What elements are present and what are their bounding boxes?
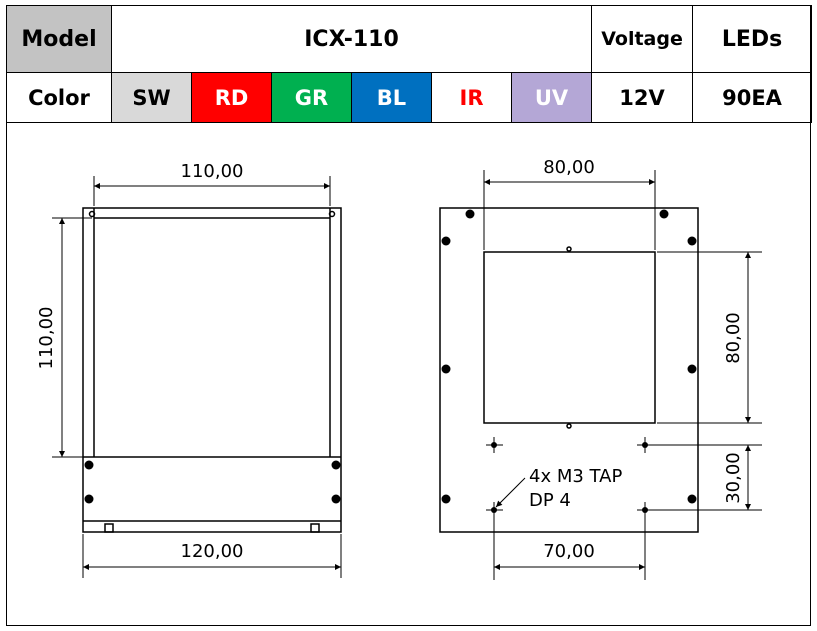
front-dimensions: [52, 176, 342, 578]
mount-hole: [84, 494, 94, 504]
tap-hole: [642, 507, 648, 513]
mount-hole: [331, 494, 341, 504]
voltage-label: Voltage: [591, 5, 694, 73]
front-view: [82, 207, 342, 533]
leds-label: LEDs: [692, 5, 813, 73]
mount-hole: [687, 494, 697, 504]
mount-hole: [441, 236, 451, 246]
color-sw: SW: [111, 72, 192, 123]
front-bottom-tab: [104, 523, 114, 533]
dim-window-width: 80,00: [543, 157, 595, 178]
dim-hole-spacing-vertical: 30,00: [723, 452, 744, 504]
mount-hole: [687, 364, 697, 374]
front-top-pin: [328, 210, 336, 218]
color-rd: RD: [191, 72, 272, 123]
color-uv: UV: [510, 72, 593, 123]
color-gr: GR: [271, 72, 352, 123]
leds-value: 90EA: [692, 72, 813, 123]
color-bl: BL: [351, 72, 432, 123]
dim-front-width-bottom: 120,00: [181, 541, 244, 562]
mount-hole: [331, 460, 341, 470]
color-label: Color: [6, 72, 112, 123]
dim-front-height: 110,00: [36, 307, 57, 370]
rear-dimensions: [483, 170, 762, 580]
mount-hole: [84, 460, 94, 470]
spec-table: Model ICX-110 Voltage LEDs Color SW RD G…: [6, 5, 813, 123]
dim-hole-spacing-horizontal: 70,00: [543, 541, 595, 562]
mount-hole: [687, 236, 697, 246]
front-top-pin: [88, 210, 96, 218]
front-bottom-tab: [310, 523, 320, 533]
tap-hole: [491, 507, 497, 513]
mount-hole: [465, 209, 475, 219]
rear-mount-holes: [441, 209, 697, 504]
dim-front-width-top: 110,00: [181, 161, 244, 182]
tap-hole: [642, 442, 648, 448]
rear-outer-outline: [439, 207, 699, 533]
tap-note-line2: DP 4: [529, 490, 571, 511]
front-outer-outline: [82, 207, 342, 533]
color-ir: IR: [431, 72, 512, 123]
rear-window: [483, 251, 656, 424]
mount-hole: [441, 364, 451, 374]
rear-view: [439, 207, 699, 533]
window-marker: [566, 246, 572, 252]
tap-note-line1: 4x M3 TAP: [529, 466, 622, 487]
mount-hole: [441, 494, 451, 504]
dim-window-height: 80,00: [723, 312, 744, 364]
mount-hole: [659, 209, 669, 219]
tap-hole: [491, 442, 497, 448]
voltage-value: 12V: [591, 72, 694, 123]
window-marker: [566, 423, 572, 429]
tap-leader-line: [495, 477, 526, 508]
front-mount-holes: [84, 460, 341, 504]
